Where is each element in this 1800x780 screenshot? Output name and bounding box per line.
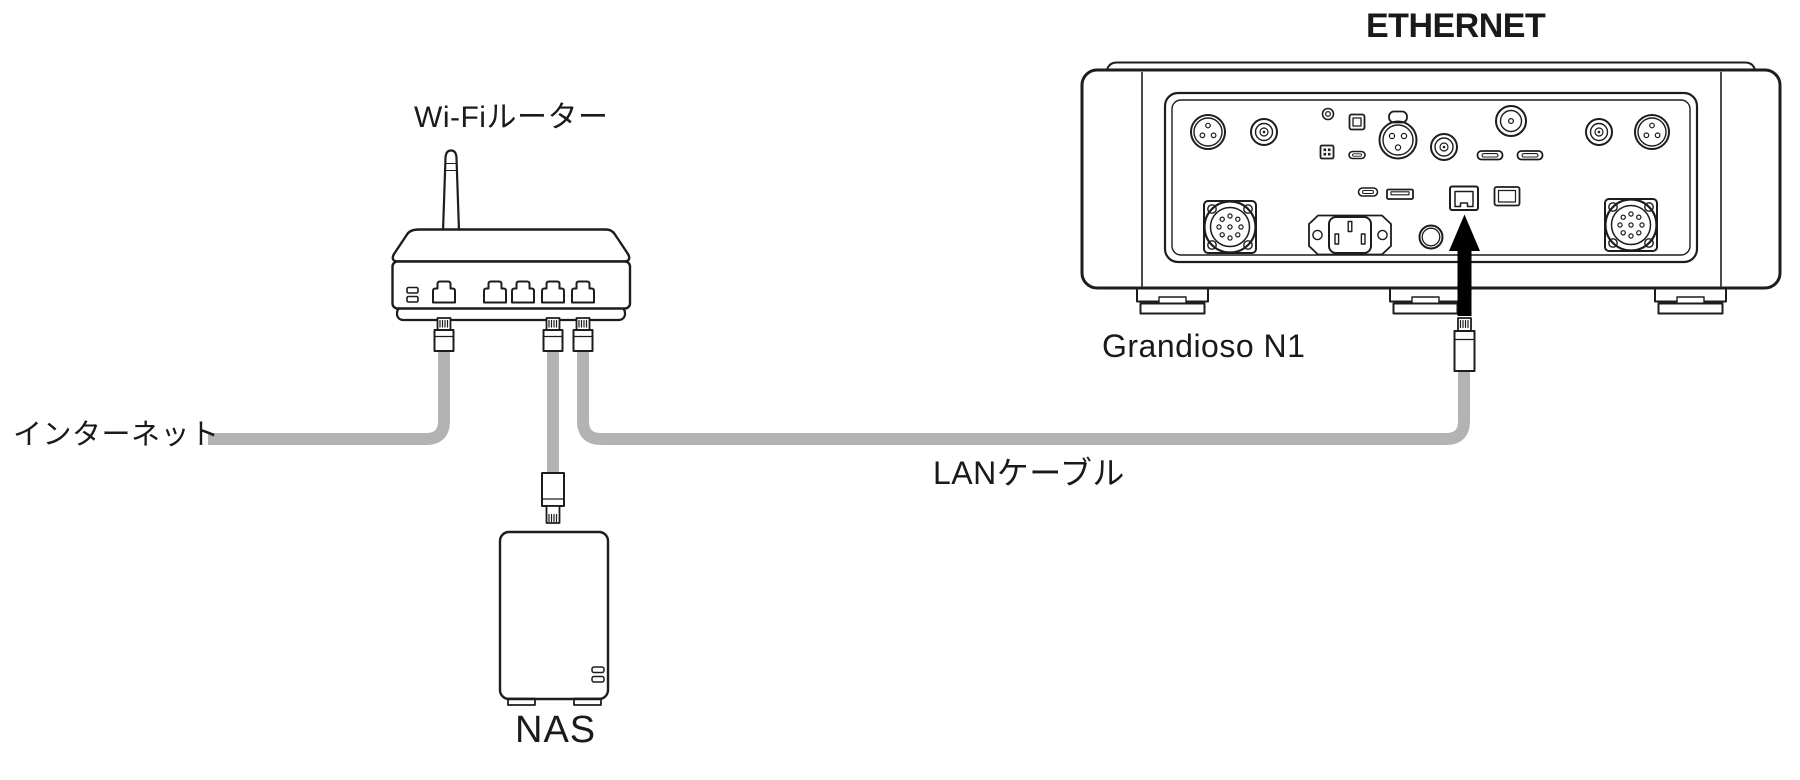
power-button xyxy=(1418,224,1444,250)
rj45-plug-grandioso-end xyxy=(1453,317,1476,372)
usb-b-port xyxy=(1319,144,1335,160)
ethernet-port xyxy=(1449,185,1479,211)
ac-inlet xyxy=(1308,214,1392,256)
router-lan-ports xyxy=(432,280,595,304)
wifi-router-label: Wi-Fiルーター xyxy=(414,101,609,134)
router-status-leds xyxy=(406,286,419,303)
lan-cable-label: LANケーブル xyxy=(933,455,1125,491)
device-label: Grandioso N1 xyxy=(1102,328,1306,364)
rear-panel xyxy=(1163,91,1699,264)
rca-connector-right xyxy=(1585,118,1613,146)
bnc-clock-connector xyxy=(1495,105,1527,137)
internet-cable xyxy=(208,351,450,445)
dc-power-connector-left xyxy=(1203,200,1257,254)
device-foot-left xyxy=(1136,287,1209,315)
usb-c-port xyxy=(1357,187,1379,197)
xlr-connector-right xyxy=(1634,114,1670,150)
device-foot-center xyxy=(1389,287,1462,315)
wifi-router xyxy=(391,149,632,322)
nas xyxy=(498,530,610,706)
small-round-connector xyxy=(1321,107,1335,121)
router-port-3 xyxy=(511,280,535,304)
nas-feet xyxy=(507,697,602,706)
ethernet-port-callout: ETHERNET xyxy=(1366,7,1546,45)
xlr-input-connector xyxy=(1378,110,1418,160)
rj45-plug-lan-router-end xyxy=(572,317,594,352)
router-port-4 xyxy=(541,280,565,304)
chassis xyxy=(1080,61,1782,290)
device-foot-right xyxy=(1654,287,1727,315)
router-port-2 xyxy=(483,280,507,304)
expansion-port xyxy=(1493,186,1521,207)
hdmi-port-1 xyxy=(1476,150,1504,161)
grandioso-n1 xyxy=(1080,61,1782,315)
lan-cable xyxy=(577,351,1470,445)
nas-label: NAS xyxy=(515,709,597,751)
device-feet xyxy=(1136,287,1727,315)
router-antenna xyxy=(441,149,461,233)
rca-connector-mid xyxy=(1430,133,1458,161)
ethernet-arrow xyxy=(1449,214,1480,316)
router-body xyxy=(391,228,632,322)
rj45-plug-internet xyxy=(433,317,455,352)
rj45-plug-nas-end xyxy=(541,472,565,524)
hdmi-port-2 xyxy=(1516,150,1544,161)
xlr-connector-left xyxy=(1190,114,1226,150)
dc-power-connector-right xyxy=(1604,198,1658,252)
rj45-plug-to-nas xyxy=(542,317,564,352)
nas-status-leds xyxy=(591,666,605,683)
rca-connector-left xyxy=(1250,118,1278,146)
router-port-1 xyxy=(432,280,456,304)
router-port-5 xyxy=(571,280,595,304)
internet-label: インターネット xyxy=(13,419,220,451)
flat-pill-port xyxy=(1348,150,1366,160)
optical-port xyxy=(1348,113,1366,131)
usb-a-port xyxy=(1386,188,1414,200)
